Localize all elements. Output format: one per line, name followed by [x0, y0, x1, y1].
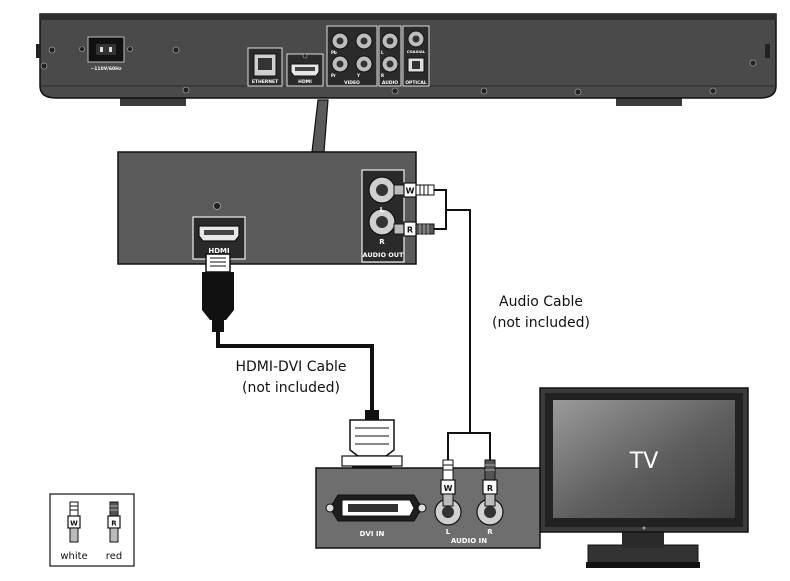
- tv-audio-r-label: R: [487, 528, 493, 536]
- tv-screen: [553, 400, 735, 518]
- tv: TV: [539, 387, 749, 568]
- tv-audio-in: L R AUDIO IN: [434, 498, 504, 545]
- legend-red-label: red: [106, 551, 122, 562]
- hdmi-cable-caption-line1: HDMI-DVI Cable: [235, 359, 346, 375]
- zoom-hdmi-port: HDMI: [192, 216, 246, 260]
- player-hdmi-label: HDMI: [298, 79, 312, 85]
- optical-label: OPTICAL: [405, 80, 427, 86]
- zoom-screw: [213, 202, 221, 210]
- legend-plug-white: W: [67, 501, 81, 543]
- audio-cable-caption-line2: (not included): [492, 315, 590, 331]
- player-hdmi-port: HDMI: [286, 53, 324, 87]
- legend-white-label: white: [60, 551, 87, 562]
- audio-cable-caption-line1: Audio Cable: [499, 294, 583, 310]
- legend-plug-red: R: [107, 501, 121, 543]
- player-audio-ports: L R AUDIO: [378, 25, 402, 87]
- player-audio-label: AUDIO: [382, 80, 398, 86]
- dvi-in-port: DVI IN: [325, 494, 427, 538]
- ethernet-port: ETHERNET: [247, 47, 283, 87]
- video-ports: Pb Pr Y VIDEO: [326, 25, 378, 87]
- audio-cable: [434, 189, 491, 462]
- player-foot-right: [616, 96, 682, 106]
- player-foot-left: [120, 96, 186, 106]
- video-pb-label: Pb: [331, 50, 337, 55]
- hdmi-plug: [202, 253, 234, 332]
- video-pr-label: Pr: [331, 73, 336, 78]
- zoom-audio-l-label: L: [380, 206, 385, 214]
- zoom-hdmi-label: HDMI: [208, 247, 229, 255]
- power-rating-label: ~110V/60Hz: [91, 66, 122, 72]
- video-label: VIDEO: [344, 80, 360, 86]
- zoom-plug-white-letter: W: [406, 187, 415, 196]
- legend-plug-white-letter: W: [70, 520, 78, 528]
- tv-screen-text: TV: [629, 449, 659, 474]
- tv-audio-plug-white: W: [440, 459, 456, 507]
- zoom-audio-plug-white: W: [393, 182, 435, 198]
- tv-plug-red-letter: R: [487, 484, 493, 493]
- player-back-panel: ~110V/60Hz ETHERNET HDMI Pb: [36, 13, 777, 106]
- zoom-audio-plug-red: R: [393, 221, 435, 237]
- zoomed-player-panel: HDMI L R AUDIO OUT W R: [117, 99, 435, 265]
- player-audio-r-label: R: [381, 73, 384, 78]
- tv-audio-in-label: AUDIO IN: [451, 537, 487, 545]
- zoom-plug-red-letter: R: [407, 226, 413, 235]
- coaxial-label: COAXIAL: [407, 49, 426, 54]
- digital-audio-ports: COAXIAL OPTICAL: [402, 25, 430, 87]
- zoom-audio-out-label: AUDIO OUT: [363, 251, 405, 259]
- legend-plug-red-letter: R: [111, 520, 117, 528]
- zoom-audio-out: L R AUDIO OUT: [361, 169, 405, 263]
- tv-plug-white-letter: W: [444, 484, 453, 493]
- ethernet-label: ETHERNET: [252, 79, 279, 85]
- tv-audio-plug-red: R: [482, 459, 498, 507]
- hdmi-cable-caption-line2: (not included): [242, 380, 340, 396]
- zoom-audio-r-label: R: [379, 238, 385, 246]
- dvi-in-label: DVI IN: [360, 530, 385, 538]
- power-socket: ~110V/60Hz: [79, 36, 133, 72]
- video-y-label: Y: [356, 73, 360, 78]
- tv-audio-l-label: L: [446, 528, 451, 536]
- player-screws: [40, 46, 757, 96]
- player-audio-l-label: L: [381, 50, 384, 55]
- color-legend: W R white red: [49, 493, 135, 567]
- tv-input-panel: DVI IN L R AUDIO IN W R: [315, 459, 541, 549]
